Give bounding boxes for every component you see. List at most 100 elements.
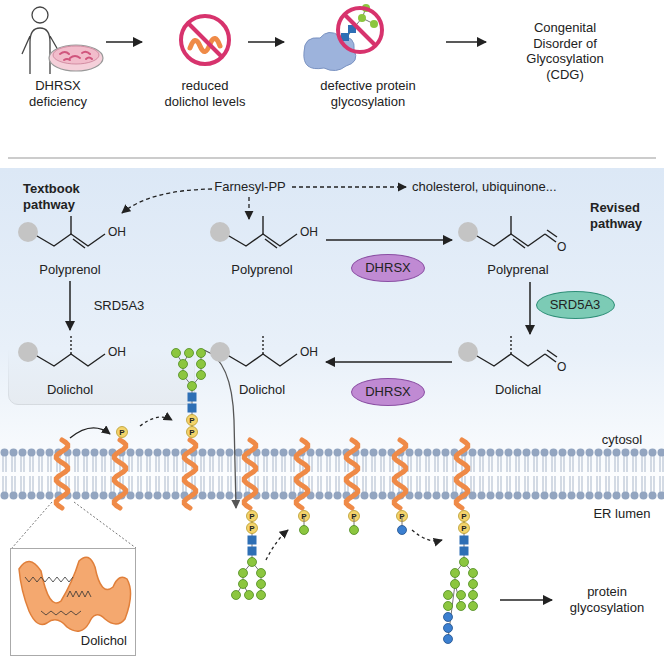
mannose	[245, 591, 254, 600]
text-label: OH	[300, 225, 318, 239]
glycan-bond	[448, 516, 473, 639]
double-bond	[265, 239, 277, 248]
lipid-anchor	[458, 222, 478, 242]
dolichol-helix	[456, 440, 467, 508]
glcnac	[460, 536, 469, 545]
double-bond	[73, 239, 85, 248]
mannose	[257, 569, 266, 578]
dolichol-helix	[184, 440, 195, 508]
phosphate-label: P	[189, 429, 194, 437]
text-label: cholesterol, ubiquinone...	[412, 179, 557, 195]
enzyme-ellipse: DHRSX	[351, 254, 425, 282]
phosphate	[459, 511, 470, 522]
phosphate	[397, 511, 408, 522]
er-membrane	[0, 448, 664, 500]
carbon-chain	[477, 234, 545, 246]
mannose	[350, 526, 359, 535]
phosphate-label: P	[461, 525, 466, 533]
dolichol-helix	[394, 440, 405, 508]
dolichol-blob	[19, 557, 131, 631]
mannose	[179, 371, 188, 380]
glcnac	[188, 404, 197, 413]
glucose	[398, 526, 407, 535]
mannose	[248, 558, 257, 567]
glucose	[444, 635, 453, 644]
methyl	[70, 216, 71, 234]
glucose	[444, 624, 453, 633]
node-text: DHRSX	[365, 384, 411, 400]
phosphate	[247, 511, 258, 522]
text-label: OH	[108, 225, 126, 239]
lipid-anchor	[458, 342, 478, 362]
carbon-chain	[229, 234, 297, 246]
protein-icon	[304, 4, 382, 71]
mannose	[185, 349, 194, 358]
dolichol-helix	[296, 440, 307, 508]
text-label: OH	[108, 345, 126, 359]
methyl	[262, 216, 263, 234]
node-text: Textbook pathway	[23, 181, 113, 212]
mannose	[239, 569, 248, 578]
mannose	[444, 591, 453, 600]
lipid-anchor	[210, 222, 230, 242]
phosphate-label: P	[249, 513, 254, 521]
carbon-chain	[37, 234, 105, 246]
text-label: O	[557, 240, 566, 254]
mannose	[179, 360, 188, 369]
methyl	[262, 336, 263, 354]
mannose	[469, 580, 478, 589]
carbonyl	[547, 230, 557, 237]
glcnac	[248, 536, 257, 545]
dolichol-helix	[56, 440, 67, 508]
mannose	[257, 580, 266, 589]
mannose	[469, 569, 478, 578]
glcnac	[248, 547, 257, 556]
glucose	[444, 613, 453, 622]
mannose	[172, 349, 181, 358]
inset-box: Dolichol	[10, 548, 136, 656]
glcnac	[188, 393, 197, 402]
text-label: Polyprenol	[231, 262, 292, 278]
enzyme-ellipse: SRD5A3	[536, 291, 615, 319]
text-label: Dolichol	[239, 382, 285, 398]
text-label: DHRSX deficiency	[18, 78, 98, 109]
text-label: Dolichol	[47, 382, 93, 398]
methyl	[510, 336, 511, 354]
dolichol-helix	[244, 440, 255, 508]
phosphate-label: P	[399, 513, 404, 521]
carbonyl	[547, 350, 557, 357]
phosphate-label: P	[351, 513, 356, 521]
methyl	[510, 216, 511, 234]
text-label: Farnesyl-PP	[214, 179, 286, 195]
text-label: Polyprenol	[39, 262, 100, 278]
mannose	[469, 602, 478, 611]
mannose	[300, 526, 309, 535]
mannose	[232, 591, 241, 600]
glcnac	[460, 547, 469, 556]
text-label: Dolichal	[495, 382, 541, 398]
lipid-anchor	[210, 342, 230, 362]
mannose	[451, 569, 460, 578]
node-text: DHRSX	[365, 260, 411, 276]
text-label: ER lumen	[593, 506, 650, 522]
phosphate	[187, 415, 198, 426]
mannose	[460, 558, 469, 567]
mannose	[451, 580, 460, 589]
lipid-anchor	[18, 342, 38, 362]
phosphate	[299, 511, 310, 522]
carbon-chain	[37, 354, 105, 366]
text-label: reduced dolichol levels	[160, 78, 250, 109]
phosphate	[187, 427, 198, 438]
drawing-stroke	[41, 611, 81, 615]
text-label: OH	[300, 345, 318, 359]
phosphate-label: P	[249, 525, 254, 533]
petri-dish	[49, 45, 103, 71]
enzyme-ellipse: DHRSX	[351, 378, 425, 406]
mannose	[197, 371, 206, 380]
no-dolichol-icon	[181, 16, 229, 64]
lipid-anchor	[18, 222, 38, 242]
text-label: protein glycosylation	[562, 584, 652, 615]
phosphate	[459, 523, 470, 534]
text-label: Polyprenal	[487, 262, 548, 278]
mannose	[469, 591, 478, 600]
